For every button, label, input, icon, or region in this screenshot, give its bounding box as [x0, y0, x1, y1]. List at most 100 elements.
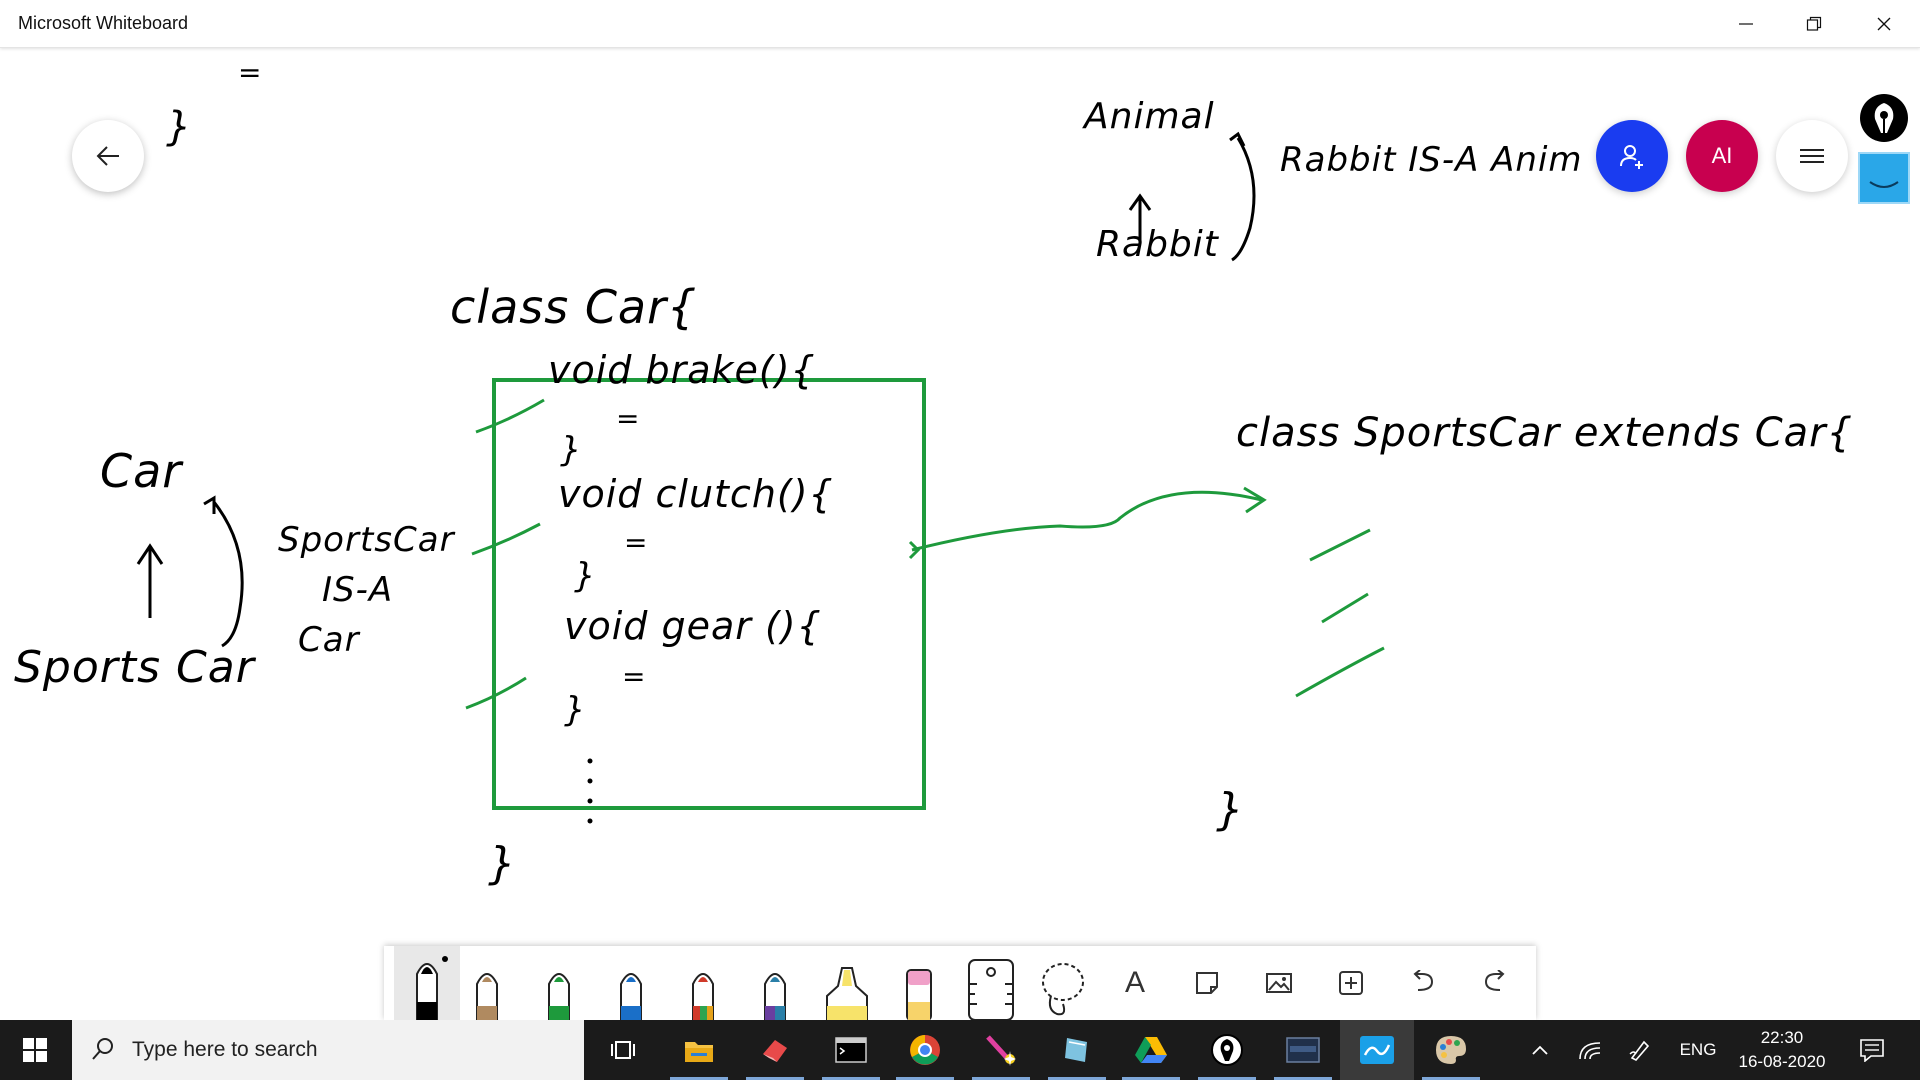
minimize-icon [1739, 23, 1753, 25]
tool-pen-blue[interactable] [598, 946, 664, 1020]
label-sports-car: Sports Car [14, 642, 255, 693]
minimize-button[interactable] [1712, 0, 1780, 48]
taskbar-whiteboard[interactable] [1340, 1020, 1414, 1080]
tool-pen-rainbow[interactable] [670, 946, 736, 1020]
tool-highlighter[interactable] [814, 946, 880, 1020]
tool-insert[interactable] [1318, 946, 1384, 1020]
pen-icon [548, 973, 570, 1020]
window-title: Microsoft Whiteboard [18, 13, 189, 33]
method-brake-close: } [560, 430, 583, 470]
tool-text[interactable]: A [1102, 946, 1168, 1020]
tray-pen-workspace[interactable] [1620, 1020, 1660, 1080]
pen-icon [416, 963, 438, 1020]
tool-note[interactable] [1174, 946, 1240, 1020]
note-equals: = [238, 56, 263, 89]
tool-pen-brown[interactable] [454, 946, 520, 1020]
invite-button[interactable] [1596, 120, 1668, 192]
label-car-relation: Car [298, 620, 360, 660]
eraser-icon [906, 969, 932, 1020]
taskbar: Type here to search ENG [0, 1020, 1920, 1080]
restore-button[interactable] [1780, 0, 1848, 48]
tool-ruler[interactable] [958, 946, 1024, 1020]
hint-side-button[interactable] [1858, 92, 1910, 144]
close-button[interactable] [1850, 0, 1918, 48]
method-clutch: void clutch(){ [558, 472, 834, 516]
tool-undo[interactable] [1390, 946, 1456, 1020]
back-button[interactable] [72, 120, 144, 192]
lasso-icon [1042, 963, 1084, 1016]
whiteboard-canvas[interactable]: = } Car Sports Car SportsCar IS-A Car An… [0, 48, 1920, 1018]
wifi-icon [1579, 1042, 1601, 1060]
class-car-close: } [488, 838, 517, 889]
check-mark-1 [475, 398, 545, 434]
method-gear: void gear (){ [564, 604, 822, 648]
taskbar-terminal[interactable] [814, 1020, 888, 1080]
tool-eraser[interactable] [886, 946, 952, 1020]
taskbar-mysql[interactable] [1266, 1020, 1340, 1080]
taskbar-eraser-app[interactable] [738, 1020, 812, 1080]
note-brace: } [166, 104, 193, 150]
tool-pen-black[interactable] [394, 946, 460, 1020]
taskbar-file-explorer[interactable] [662, 1020, 736, 1080]
taskbar-paint[interactable] [1414, 1020, 1488, 1080]
taskbar-google-drive[interactable] [1114, 1020, 1188, 1080]
tray-language[interactable]: ENG [1668, 1020, 1728, 1080]
tool-pen-green[interactable] [526, 946, 592, 1020]
task-view-icon [611, 1041, 635, 1059]
windows-icon [23, 1038, 47, 1062]
search-icon [92, 1038, 113, 1060]
language-indicator: ENG [1679, 1040, 1717, 1059]
sticky-note-icon [1196, 972, 1218, 994]
restore-icon [1806, 16, 1822, 31]
notebook-icon [1065, 1038, 1087, 1062]
arrow-left-icon [96, 146, 119, 166]
undo-icon [1413, 970, 1434, 991]
menu-button[interactable] [1776, 120, 1848, 192]
whiteboard-icon [1360, 1036, 1394, 1064]
class-sportscar-header: class SportsCar extends Car{ [1236, 410, 1854, 456]
taskbar-chrome[interactable] [888, 1020, 962, 1080]
label-animal: Animal [1084, 96, 1215, 137]
label-sportscar-relation: SportsCar [278, 520, 455, 560]
tool-pen-galaxy[interactable] [742, 946, 808, 1020]
smile-icon [1869, 181, 1899, 188]
method-gear-close: } [564, 690, 587, 730]
method-clutch-body: = [624, 526, 649, 559]
label-rabbit-is-a: Rabbit IS-A Anim [1280, 140, 1583, 180]
tool-redo[interactable] [1462, 946, 1528, 1020]
text-tool-label: A [1124, 966, 1145, 999]
tray-network[interactable] [1570, 1020, 1610, 1080]
tray-action-center[interactable] [1846, 1020, 1898, 1080]
clock-date: 16-08-2020 [1738, 1052, 1826, 1071]
avatar-initials: AI [1711, 143, 1733, 168]
pen-icon [476, 973, 498, 1020]
tray-show-hidden[interactable] [1522, 1020, 1558, 1080]
taskbar-pen-app[interactable] [1190, 1020, 1264, 1080]
taskbar-paint-3d[interactable] [964, 1020, 1038, 1080]
folder-icon [685, 1042, 713, 1062]
tool-lasso[interactable] [1030, 946, 1096, 1020]
label-is-a: IS-A [322, 570, 394, 610]
taskbar-notes-app[interactable] [1040, 1020, 1114, 1080]
relation-bracket-left [212, 501, 244, 648]
method-clutch-close: } [574, 556, 597, 596]
inheritance-arrow [911, 490, 1263, 552]
label-car: Car [100, 444, 183, 498]
user-avatar[interactable]: AI [1686, 120, 1758, 192]
image-icon [1266, 973, 1292, 993]
pen-icon [620, 973, 642, 1020]
ink-toolbar: A [384, 946, 1536, 1020]
pen-nib-icon [1860, 94, 1908, 142]
taskbar-search-box[interactable]: Type here to search [72, 1020, 584, 1080]
chevron-up-icon [1532, 1045, 1548, 1055]
close-icon [1877, 17, 1891, 31]
class-sportscar-close: } [1216, 784, 1245, 835]
search-placeholder: Type here to search [132, 1038, 318, 1061]
taskbar-clock[interactable]: 22:30 16-08-2020 [1738, 1026, 1826, 1074]
tool-image[interactable] [1246, 946, 1312, 1020]
inherited-line-1 [1309, 528, 1371, 562]
start-button[interactable] [0, 1020, 70, 1080]
feedback-side-button[interactable] [1858, 152, 1910, 204]
task-view-button[interactable] [586, 1020, 660, 1080]
hamburger-icon [1800, 149, 1824, 163]
